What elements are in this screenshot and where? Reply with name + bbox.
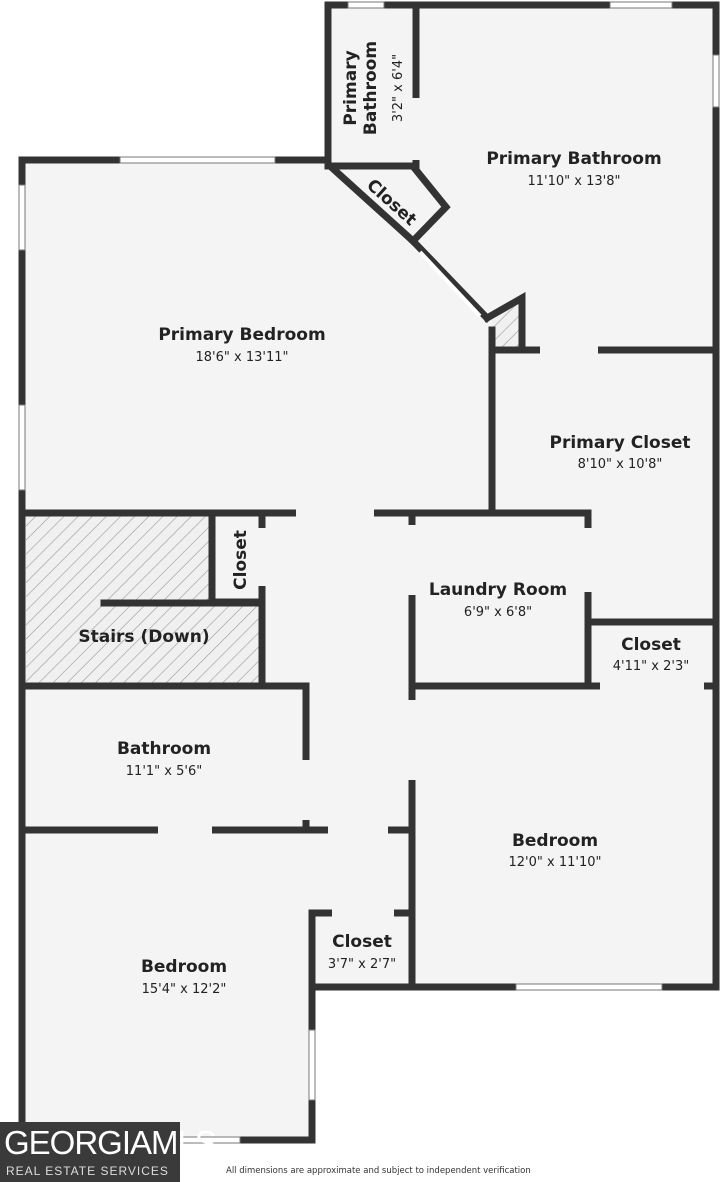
room-primary-bath-small: Primary Bathroom 3'2" x 6'4" [341,41,406,135]
room-bedroom-right-name: Bedroom [512,831,598,851]
room-primary-bedroom-dims: 18'6" x 13'11" [196,350,289,365]
room-primary-closet-dims: 8'10" x 10'8" [578,457,663,472]
room-primary-bathroom-dims: 11'10" x 13'8" [528,174,621,189]
room-bathroom-dims: 11'1" x 5'6" [126,764,202,779]
room-closet-bottom-name: Closet [332,932,392,952]
room-closet-vertical: Closet [231,530,251,590]
room-bedroom-right-dims: 12'0" x 11'10" [509,855,602,870]
room-primary-bath-small-dims: 3'2" x 6'4" [391,54,406,122]
windows [18,1,720,1144]
room-primary-bath-small-name2: Bathroom [361,41,381,135]
room-laundry-dims: 6'9" x 6'8" [464,605,532,620]
doorways [158,98,704,917]
room-primary-bathroom-name: Primary Bathroom [486,149,661,169]
angled-door-opening [418,250,482,318]
wall-niche-hatch [492,300,522,348]
room-bathroom-name: Bathroom [117,739,211,759]
room-stairs-name: Stairs (Down) [78,627,209,647]
room-closet-bottom-dims: 3'7" x 2'7" [328,957,396,972]
room-closet-small-name: Closet [621,635,681,655]
room-bedroom-left-name: Bedroom [141,957,227,977]
floor-area [22,5,716,1140]
logo-tagline: REAL ESTATE SERVICES [6,1164,169,1178]
room-bedroom-left-dims: 15'4" x 12'2" [142,982,227,997]
room-closet-vertical-name: Closet [231,530,251,590]
georgiamls-logo: GEORGIAMLS REAL ESTATE SERVICES [0,1122,217,1182]
room-laundry-name: Laundry Room [429,580,567,600]
room-closet-small-dims: 4'11" x 2'3" [613,659,689,674]
room-primary-bath-small-name1: Primary [341,50,361,125]
stairs-hatch-gap [212,516,260,602]
room-primary-closet-name: Primary Closet [550,433,691,453]
logo-brand: GEORGIAMLS [4,1124,217,1161]
room-primary-bedroom-name: Primary Bedroom [158,325,325,345]
disclaimer-text: All dimensions are approximate and subje… [226,1166,531,1176]
